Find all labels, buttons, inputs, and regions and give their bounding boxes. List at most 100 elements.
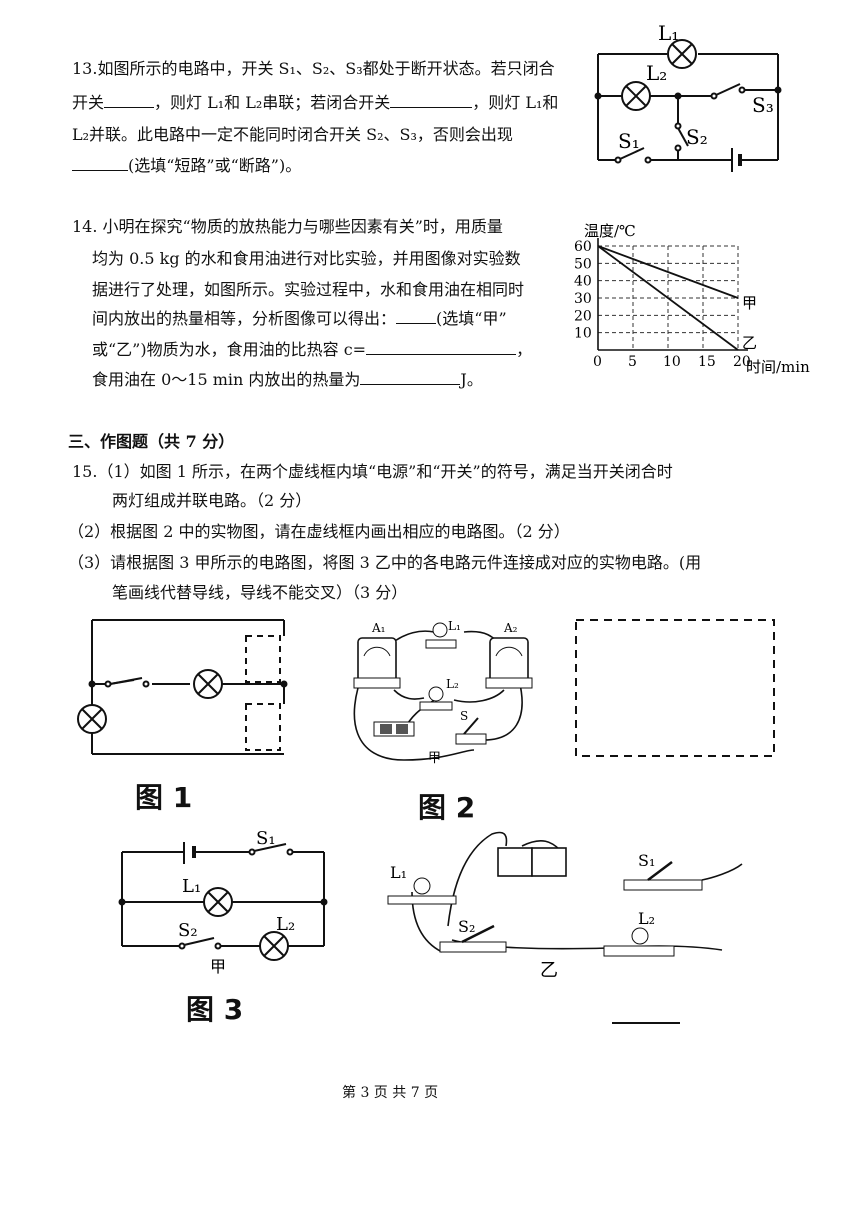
chart-series: 甲乙 bbox=[597, 245, 757, 352]
q13-blank-2[interactable] bbox=[390, 89, 473, 108]
q14-blank-3[interactable] bbox=[360, 366, 461, 385]
stray-mark bbox=[612, 1022, 680, 1024]
chart-grid bbox=[598, 245, 739, 350]
chart-y-tick-label: 50 bbox=[574, 256, 592, 272]
figure-2-physical-circuit: A₁ A₂ L₁ L₂ S 甲 bbox=[353, 619, 533, 766]
q13-blank-1[interactable] bbox=[104, 89, 155, 108]
bulb-l1-icon bbox=[425, 622, 457, 649]
q14-line5-b: ， bbox=[516, 340, 533, 359]
figure-3-caption: 图 3 bbox=[186, 993, 244, 1026]
chart-y-tick-label: 30 bbox=[574, 291, 592, 307]
q14-line1: 14. 小明在探究“物质的放热能力与哪些因素有关”时，用质量 bbox=[72, 217, 503, 236]
chart-x-label: 时间/min bbox=[746, 358, 810, 376]
q15-p1-line1: 15.（1）如图 1 所示，在两个虚线框内填“电源”和“开关”的符号，满足当开关… bbox=[72, 462, 673, 481]
chart-y-tick-label: 40 bbox=[574, 274, 592, 290]
fig3-yi-label: 乙 bbox=[540, 960, 558, 981]
q13-line2: 开关 ，则灯 L₁和 L₂串联；若闭合开关 ，则灯 L₁和 bbox=[72, 89, 558, 116]
chart-y-tick-label: 20 bbox=[574, 308, 592, 324]
fig3-battery-icon bbox=[497, 847, 567, 877]
q13-s2-label: S₂ bbox=[686, 125, 708, 149]
fig2-jia-label: 甲 bbox=[428, 751, 441, 766]
q14-line5-a: 或“乙”)物质为水，食用油的比热容 c= bbox=[92, 340, 367, 359]
chart-x-tick-label: 5 bbox=[628, 354, 637, 370]
section-3-title: 三、作图题（共 7 分） bbox=[68, 432, 235, 451]
fig3-b-s2-label: S₂ bbox=[458, 917, 475, 936]
fig3-b-l2-label: L₂ bbox=[638, 909, 655, 928]
fig2-a1-label: A₁ bbox=[371, 621, 385, 635]
q14-line6-b: J。 bbox=[460, 370, 483, 389]
chart-x-tick-label: 0 bbox=[593, 354, 602, 370]
figure-1-caption: 图 1 bbox=[135, 781, 193, 814]
chart-x-tick-label: 20 bbox=[733, 354, 751, 370]
chart-x-tick-label: 10 bbox=[663, 354, 681, 370]
q15-p3-line1: （3）请根据图 3 甲所示的电路图，将图 3 乙中的各电路元件连接成对应的实物电… bbox=[68, 553, 702, 572]
chart-x-tick-label: 15 bbox=[698, 354, 716, 370]
chart-axes bbox=[597, 238, 748, 351]
q14-line6-a: 食用油在 0～15 min 内放出的热量为 bbox=[92, 370, 361, 389]
fig2-a2-label: A₂ bbox=[503, 621, 518, 635]
q15-p3-line2: 笔画线代替导线，导线不能交叉）（3 分） bbox=[112, 583, 408, 602]
fig3-b-l1-label: L₁ bbox=[390, 863, 407, 882]
q13-s3-label: S₃ bbox=[752, 93, 774, 117]
bulb-l2-icon bbox=[419, 686, 453, 711]
q14-line3: 据进行了处理，如图所示。实验过程中，水和食用油在相同时 bbox=[92, 280, 525, 299]
dashed-box-bottom bbox=[245, 703, 281, 751]
q13-line3: L₂并联。此电路中一定不能同时闭合开关 S₂、S₃，否则会出现 bbox=[72, 125, 513, 144]
lamp-l1-icon bbox=[667, 39, 697, 69]
ammeter-a2-icon bbox=[485, 637, 533, 689]
fig3-switch-s1-icon bbox=[623, 861, 703, 891]
q15-p2: （2）根据图 2 中的实物图，请在虚线框内画出相应的电路图。（2 分） bbox=[68, 522, 570, 541]
q14-line4: 间内放出的热量相等，分析图像可以得出： (选填“甲” bbox=[92, 305, 507, 332]
q13-line2-c: ，则灯 L₁和 bbox=[472, 93, 559, 112]
chart-series-line-jia bbox=[597, 245, 739, 299]
fig3-l1-label: L₁ bbox=[182, 876, 201, 897]
q13-line4-text: (选填“短路”或“断路”)。 bbox=[128, 156, 302, 175]
fig3-jia-label: 甲 bbox=[210, 957, 226, 976]
chart-y-label: 温度/℃ bbox=[584, 222, 636, 240]
q13-s1-label: S₁ bbox=[618, 129, 640, 153]
q13-l2-label: L₂ bbox=[646, 61, 667, 85]
chart-series-label-jia: 甲 bbox=[742, 294, 757, 312]
q14-blank-1[interactable] bbox=[396, 305, 437, 324]
fig2-s-label: S bbox=[460, 709, 468, 723]
chart-y-tick-label: 10 bbox=[574, 326, 592, 342]
fig3-bulb-l2-icon bbox=[603, 927, 675, 957]
battery-icon bbox=[373, 721, 415, 737]
fig3-b-s1-label: S₁ bbox=[638, 851, 655, 870]
switch-s-icon bbox=[455, 717, 487, 745]
figure-3-physical-parts: L₁ S₂ S₁ L₂ 乙 bbox=[387, 831, 743, 981]
q13-line2-a: 开关 bbox=[72, 93, 105, 112]
q14-line6: 食用油在 0～15 min 内放出的热量为 J。 bbox=[92, 366, 483, 393]
dashed-box-top bbox=[245, 635, 281, 683]
q13-line1: 13.如图所示的电路中，开关 S₁、S₂、S₃都处于断开状态。若只闭合 bbox=[72, 59, 555, 78]
chart-series-label-yi: 乙 bbox=[742, 334, 757, 352]
fig3-switch-s2-icon bbox=[439, 924, 507, 953]
fig3-bulb-l1-icon bbox=[387, 877, 457, 905]
q14-line4-b: (选填“甲” bbox=[436, 309, 507, 328]
figure-1-circuit bbox=[77, 619, 288, 755]
q13-blank-3[interactable] bbox=[72, 152, 128, 171]
chart-series-line-yi bbox=[597, 245, 739, 351]
fig3-s2-label: S₂ bbox=[178, 920, 198, 941]
q13-line4: (选填“短路”或“断路”)。 bbox=[72, 152, 301, 179]
q13-l1-label: L₁ bbox=[658, 21, 679, 45]
q14-line2: 均为 0.5 kg 的水和食用油进行对比实验，并用图像对实验数 bbox=[92, 249, 521, 268]
fig2-l1-label: L₁ bbox=[448, 619, 461, 633]
q14-blank-2[interactable] bbox=[366, 336, 517, 355]
q14-line5: 或“乙”)物质为水，食用油的比热容 c= ， bbox=[92, 336, 532, 363]
figure-2-caption: 图 2 bbox=[418, 791, 476, 824]
q14-line4-a: 间内放出的热量相等，分析图像可以得出： bbox=[92, 309, 397, 328]
q15-p1-line2: 两灯组成并联电路。（2 分） bbox=[112, 491, 312, 510]
fig3-s1-label: S₁ bbox=[256, 828, 276, 849]
q13-line2-b: ，则灯 L₁和 L₂串联；若闭合开关 bbox=[154, 93, 391, 112]
fig2-l2-label: L₂ bbox=[446, 677, 459, 691]
fig3-l2-label: L₂ bbox=[276, 914, 295, 935]
q13-circuit-figure: L₁ L₂ S₃ S₂ S₁ bbox=[594, 21, 782, 172]
answer-box-q15-2[interactable] bbox=[570, 614, 780, 764]
chart-y-tick-label: 60 bbox=[574, 239, 592, 255]
page-footer: 第 3 页 共 7 页 bbox=[342, 1085, 439, 1101]
ammeter-a1-icon bbox=[353, 637, 401, 689]
figure-3-circuit-diagram: S₁ L₁ S₂ L₂ 甲 bbox=[118, 828, 328, 976]
